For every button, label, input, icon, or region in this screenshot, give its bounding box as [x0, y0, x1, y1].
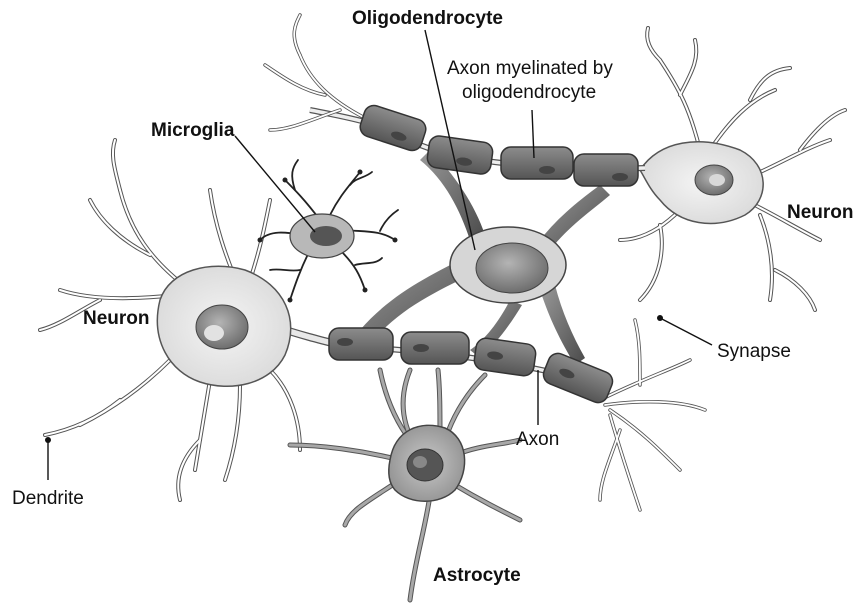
myelin-sheath	[358, 103, 429, 153]
microglia-nucleus	[310, 226, 342, 246]
label-axon-myelinated-line1: Axon myelinated by	[447, 58, 613, 79]
myelin-sheath	[401, 332, 469, 364]
oligo-nucleus	[476, 243, 548, 293]
leader-synapse	[660, 318, 712, 345]
myelin-sheath	[473, 337, 537, 377]
oligodendrocyte	[360, 150, 610, 365]
myelin-sheath	[501, 147, 573, 179]
label-oligodendrocyte: Oligodendrocyte	[352, 8, 503, 29]
leader-microglia	[235, 136, 315, 232]
oligo-arm	[540, 285, 585, 365]
label-dendrite: Dendrite	[12, 488, 84, 509]
label-neuron-left: Neuron	[83, 308, 150, 329]
myelin-sheath	[574, 154, 638, 186]
label-neuron-right: Neuron	[787, 202, 854, 223]
neuron-left-nucleolus	[204, 325, 224, 341]
label-axon-myelinated-line2: oligodendrocyte	[462, 82, 596, 103]
label-microglia: Microglia	[151, 120, 235, 141]
label-astrocyte: Astrocyte	[433, 565, 521, 586]
microglia	[258, 160, 399, 303]
myelin-upper	[358, 103, 638, 186]
label-synapse: Synapse	[717, 341, 791, 362]
neuron-right-nucleolus	[709, 174, 725, 186]
neuron-right	[620, 28, 845, 310]
neuron-left-nucleus	[196, 305, 248, 349]
label-axon: Axon	[516, 429, 559, 450]
